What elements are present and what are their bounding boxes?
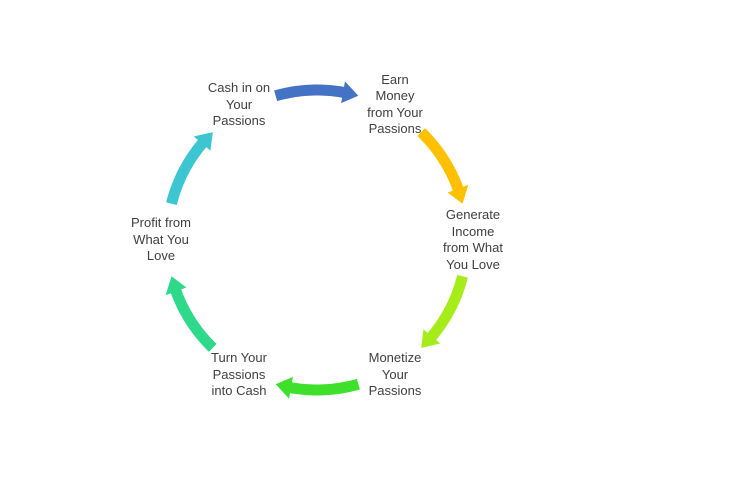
curved-arrow-icon (417, 128, 469, 204)
step-label-line: from What (443, 240, 503, 255)
step-label-line: Your (225, 96, 253, 112)
step-label-line: Passions (212, 366, 266, 382)
step-label-line: Cash in on (207, 80, 271, 96)
curved-arrow-icon (166, 132, 213, 205)
step-label-line: from Your (367, 104, 423, 120)
step-label-line: Money (375, 88, 415, 104)
step-label-line: Income (451, 223, 495, 239)
step-label-line: Earn (381, 71, 409, 87)
step-label-line: Passions (368, 121, 422, 137)
curved-arrow-icon (165, 276, 217, 352)
step-label-line: Profit from (131, 215, 191, 231)
step-label-line: Generate (445, 207, 501, 222)
step-label-line: You Love (446, 256, 500, 272)
step-label-line: Passions (368, 383, 422, 399)
curved-arrow-icon (274, 81, 359, 104)
step-label-line: Love (146, 248, 176, 264)
step-label-line: Turn Your (211, 350, 267, 366)
step-label-line: Your (381, 366, 409, 382)
step-label-line: Monetize (368, 350, 422, 366)
curved-arrow-icon (275, 376, 360, 399)
curved-arrow-icon (421, 275, 468, 348)
step-label-line: Passions (212, 113, 266, 129)
step-label-line: into Cash (211, 383, 267, 399)
step-label-line: What You (133, 231, 189, 247)
